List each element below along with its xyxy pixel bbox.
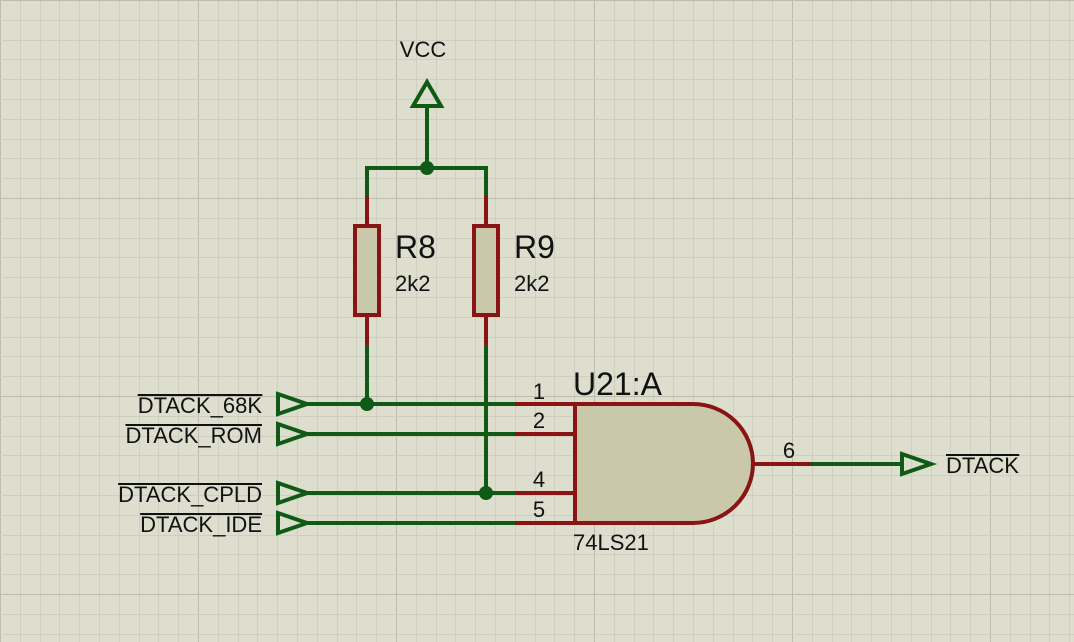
input-terminal-dtack-cpld[interactable]: DTACK_CPLD [118,480,314,507]
junction-dot [420,161,434,175]
resistor-value-label: 2k2 [514,271,549,296]
input-label: DTACK_ROM [126,423,263,448]
power-arrow-icon [409,78,445,108]
resistor-r8[interactable]: R8 2k2 [353,196,436,345]
gate-ref-label: U21:A [573,366,663,402]
resistor-r9[interactable]: R9 2k2 [472,196,555,345]
resistor-ref-label: R8 [395,229,436,265]
pin-number-label: 1 [533,379,545,404]
input-terminal-dtack-68k[interactable]: DTACK_68K [138,391,314,418]
and-gate-u21a[interactable]: U21:A 74LS21 1 2 4 5 6 [515,366,812,555]
pin-number-label: 6 [783,438,795,463]
input-label: DTACK_IDE [140,512,262,537]
junction-dot [360,397,374,411]
input-label: DTACK_CPLD [118,482,262,507]
input-terminal-dtack-rom[interactable]: DTACK_ROM [126,421,314,448]
and-gate-body [573,402,755,525]
pin-number-label: 5 [533,497,545,522]
input-terminal-arrow-icon [276,510,314,536]
output-terminal-arrow-icon [900,451,938,477]
vcc-label: VCC [400,37,447,62]
junction-dot [479,486,493,500]
input-terminal-arrow-icon [276,480,314,506]
input-label: DTACK_68K [138,393,263,418]
input-terminal-arrow-icon [276,421,314,447]
pin-number-label: 2 [533,408,545,433]
input-terminal-arrow-icon [276,391,314,417]
pin-number-label: 4 [533,467,545,492]
resistor-body [353,224,381,317]
resistor-value-label: 2k2 [395,271,430,296]
gate-part-label: 74LS21 [573,530,649,555]
resistor-ref-label: R9 [514,229,555,265]
output-label: DTACK [946,453,1019,478]
output-terminal-dtack[interactable]: DTACK [900,451,1019,478]
vcc-power-terminal[interactable]: VCC [400,37,447,108]
active-low-overbars [118,394,1020,515]
resistor-body [472,224,500,317]
input-terminal-dtack-ide[interactable]: DTACK_IDE [140,510,314,537]
